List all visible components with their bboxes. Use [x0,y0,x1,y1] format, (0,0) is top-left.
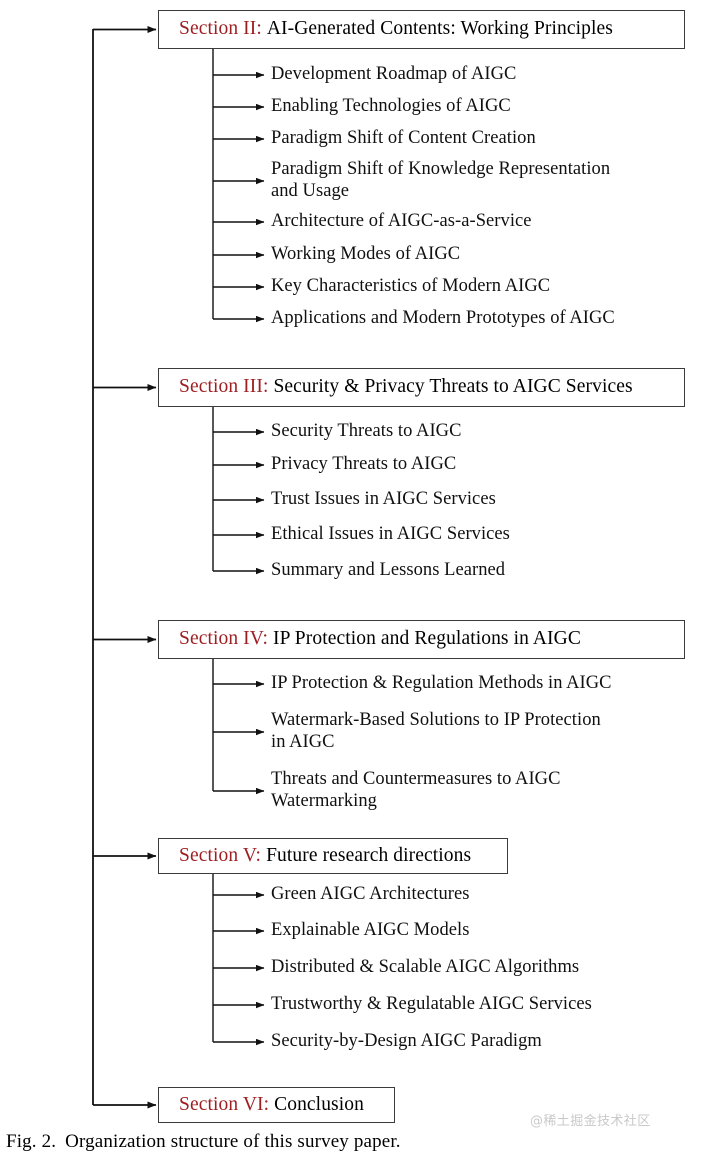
figure-number: Fig. 2. [6,1131,57,1152]
sub-item[interactable]: Distributed & Scalable AIGC Algorithms [271,957,580,977]
section-box-5[interactable]: Section VI:Conclusion [158,1087,395,1123]
figure-caption: Fig. 2. Organization structure of this su… [6,1131,401,1153]
sub-item[interactable]: Green AIGC Architectures [271,884,470,904]
sub-item[interactable]: Ethical Issues in AIGC Services [271,524,510,544]
sub-item[interactable]: Security-by-Design AIGC Paradigm [271,1031,542,1051]
section-box-1[interactable]: Section II:AI-Generated Contents: Workin… [158,10,685,49]
sub-item[interactable]: Threats and Countermeasures to AIGC Wate… [271,769,561,811]
section-label: Section II: [179,18,262,40]
watermark: @稀土掘金技术社区 [530,1114,651,1129]
sub-item[interactable]: Summary and Lessons Learned [271,560,506,580]
section-label: Section V: [179,844,262,866]
sub-item[interactable]: Privacy Threats to AIGC [271,454,457,474]
section-title: IP Protection and Regulations in AIGC [273,628,581,650]
sub-item[interactable]: Enabling Technologies of AIGC [271,96,511,116]
sub-item[interactable]: Paradigm Shift of Content Creation [271,128,536,148]
sub-item[interactable]: Paradigm Shift of Knowledge Representati… [271,159,611,201]
section-label: Section III: [179,376,269,398]
section-box-3[interactable]: Section IV:IP Protection and Regulations… [158,620,685,659]
sub-item[interactable]: IP Protection & Regulation Methods in AI… [271,673,612,693]
figure-caption-text: Organization structure of this survey pa… [65,1131,401,1152]
section-title: Security & Privacy Threats to AIGC Servi… [273,376,633,398]
sub-item[interactable]: Trustworthy & Regulatable AIGC Services [271,994,592,1014]
section-title: AI-Generated Contents: Working Principle… [266,18,613,40]
section-title: Conclusion [274,1093,364,1115]
sub-item[interactable]: Architecture of AIGC-as-a-Service [271,211,532,231]
sub-item[interactable]: Key Characteristics of Modern AIGC [271,276,551,296]
section-label: Section VI: [179,1093,270,1115]
section-box-2[interactable]: Section III:Security & Privacy Threats t… [158,368,685,407]
section-box-4[interactable]: Section V:Future research directions [158,838,508,874]
sub-item[interactable]: Applications and Modern Prototypes of AI… [271,308,615,328]
section-title: Future research directions [266,844,472,866]
section-label: Section IV: [179,628,269,650]
sub-item[interactable]: Explainable AIGC Models [271,920,470,940]
sub-item[interactable]: Trust Issues in AIGC Services [271,489,496,509]
sub-item[interactable]: Development Roadmap of AIGC [271,64,517,84]
sub-item[interactable]: Working Modes of AIGC [271,244,461,264]
sub-item[interactable]: Watermark-Based Solutions to IP Protecti… [271,710,601,752]
sub-item[interactable]: Security Threats to AIGC [271,421,462,441]
